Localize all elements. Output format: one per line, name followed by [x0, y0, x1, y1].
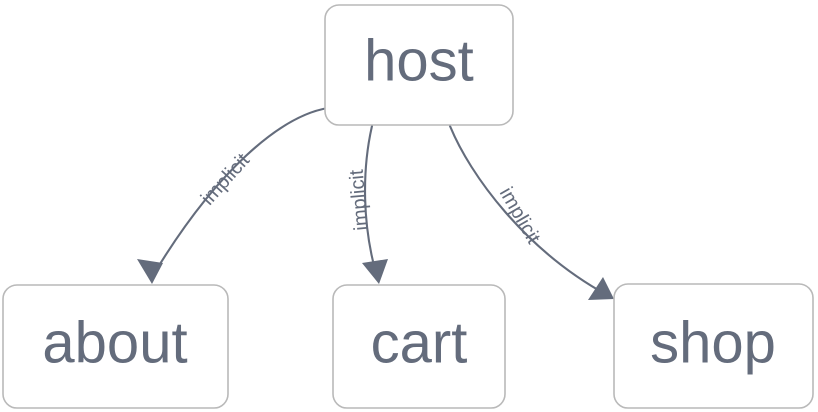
edge-host-cart[interactable]: implicit: [346, 124, 388, 284]
edges-group: implicit implicit implicit: [137, 106, 614, 300]
node-shop[interactable]: shop: [613, 283, 814, 409]
edge-host-shop-path: [448, 124, 609, 297]
edge-host-shop-arrowhead-icon: [588, 277, 614, 300]
edge-host-about[interactable]: implicit: [137, 106, 330, 284]
edge-host-cart-label: implicit: [346, 168, 373, 231]
node-shop-label: shop: [650, 310, 776, 375]
edge-host-shop-label: implicit: [495, 184, 545, 248]
node-host-box: [324, 4, 514, 126]
edge-host-about-label: implicit: [197, 149, 255, 209]
edge-host-shop[interactable]: implicit: [448, 124, 614, 300]
edge-host-cart-path: [363, 124, 379, 279]
edge-host-cart-arrowhead-icon: [362, 259, 388, 284]
edge-host-about-path: [150, 106, 330, 279]
edge-host-about-arrowhead-icon: [137, 259, 163, 284]
node-about-box: [2, 284, 229, 409]
node-shop-box: [613, 283, 814, 409]
node-cart-label: cart: [371, 310, 468, 375]
node-cart[interactable]: cart: [332, 284, 506, 409]
node-cart-box: [332, 284, 506, 409]
node-about-label: about: [42, 310, 187, 375]
nodes-group: host about cart shop: [2, 4, 814, 409]
node-host-label: host: [364, 28, 474, 93]
node-host[interactable]: host: [324, 4, 514, 126]
node-about[interactable]: about: [2, 284, 229, 409]
